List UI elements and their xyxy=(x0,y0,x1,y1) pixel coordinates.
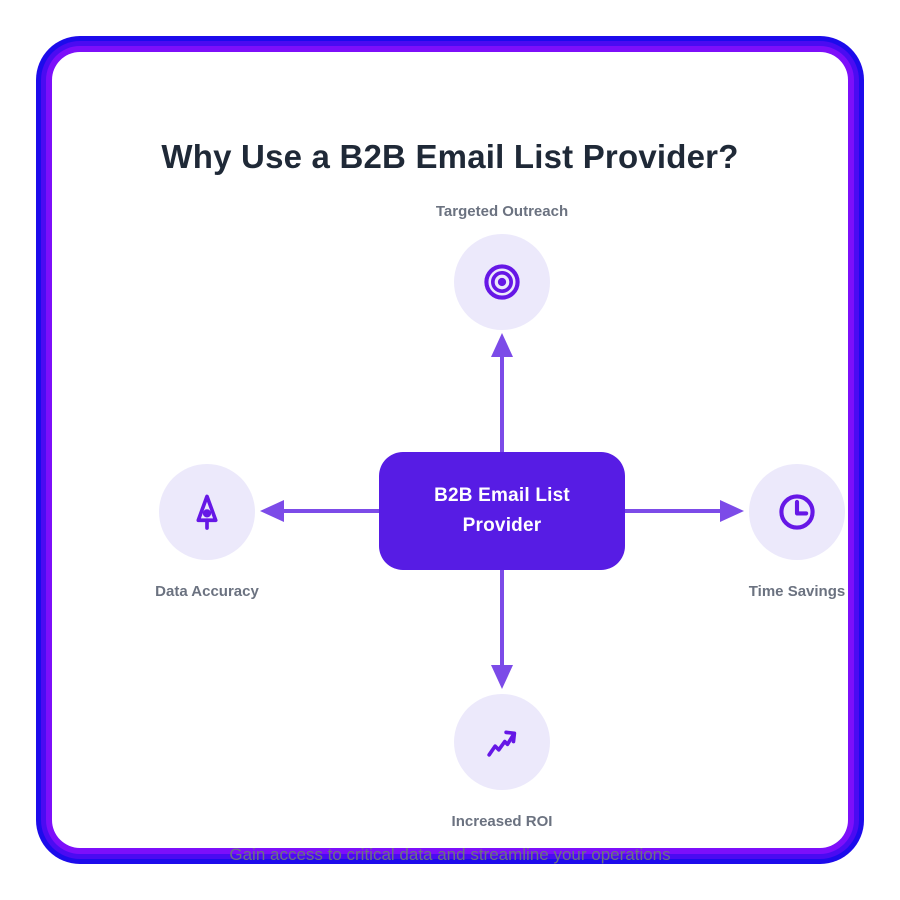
clock-icon xyxy=(779,494,815,530)
node-data-accuracy xyxy=(159,464,255,560)
infographic-card: Why Use a B2B Email List Provider? Targe… xyxy=(52,52,848,864)
center-box-label-line1: B2B Email List xyxy=(434,485,570,506)
center-box: B2B Email List Provider xyxy=(379,452,625,570)
node-label-time-savings: Time Savings xyxy=(748,583,846,600)
node-time-savings xyxy=(749,464,845,560)
precision-icon xyxy=(196,494,218,530)
node-increased-roi xyxy=(454,694,550,790)
center-box-label-line2: Provider xyxy=(462,515,542,536)
node-label-targeted-outreach: Targeted Outreach xyxy=(435,203,569,220)
footer-subtitle: Gain access to critical data and streaml… xyxy=(229,845,671,864)
node-label-data-accuracy: Data Accuracy xyxy=(155,583,259,600)
target-icon xyxy=(484,264,520,300)
arrow-up xyxy=(491,333,513,452)
arrow-left xyxy=(260,500,379,522)
node-label-increased-roi: Increased ROI xyxy=(451,813,553,830)
arrow-down xyxy=(491,570,513,689)
node-targeted-outreach xyxy=(454,234,550,330)
arrow-right xyxy=(625,500,744,522)
page-title: Why Use a B2B Email List Provider? xyxy=(161,138,739,175)
trending-up-icon xyxy=(487,730,517,757)
